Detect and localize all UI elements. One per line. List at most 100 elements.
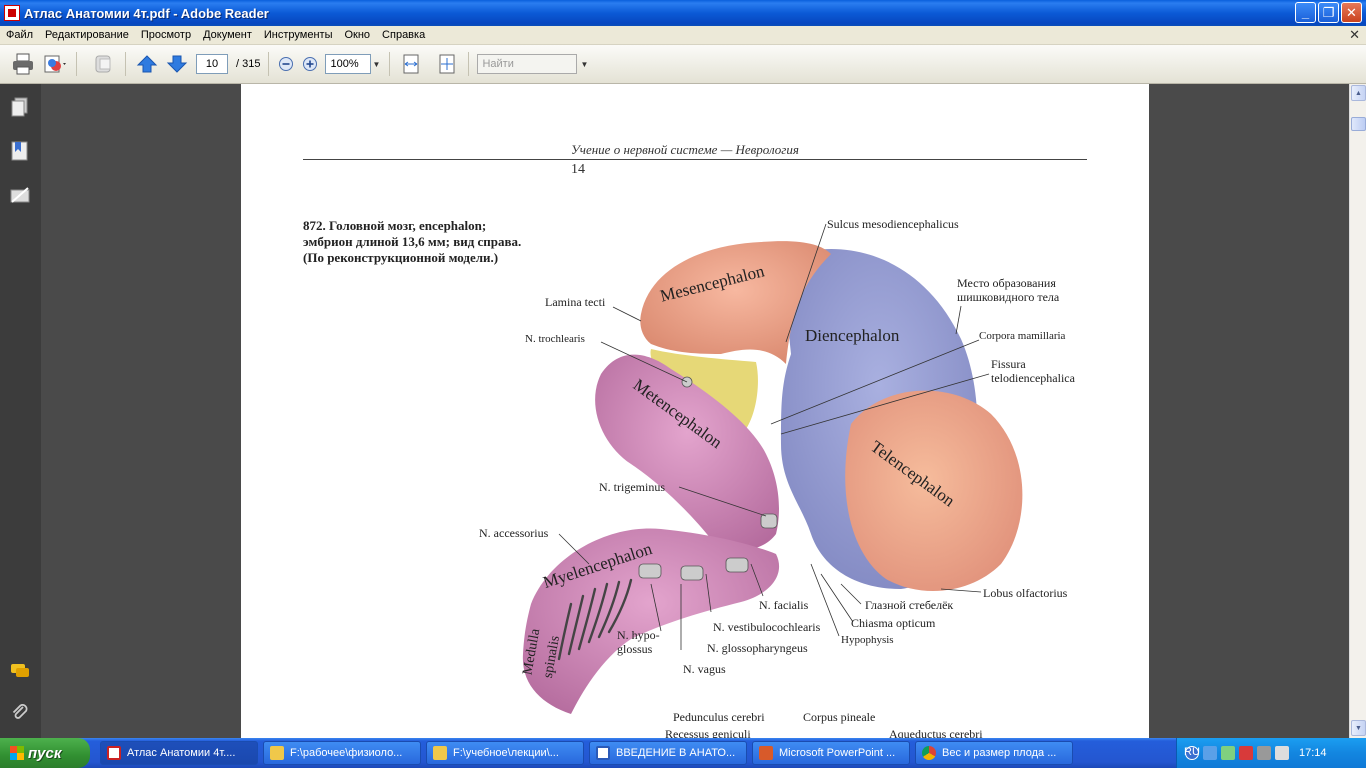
zoom-dropdown-icon[interactable]: ▼ xyxy=(372,59,381,69)
page-number-input[interactable]: 10 xyxy=(196,54,228,74)
folder-icon xyxy=(270,746,284,760)
collaborate-button[interactable] xyxy=(42,51,68,77)
label-corpus-pineale: Corpus pineale xyxy=(803,710,876,724)
label-vestibulocochlearis: N. vestibulocochlearis xyxy=(713,620,821,634)
task-label: ВВЕДЕНИЕ В АНАТО... xyxy=(616,747,736,759)
bookmarks-icon[interactable] xyxy=(9,140,31,162)
toolbar-separator xyxy=(468,52,470,76)
taskbar-item-word[interactable]: ВВЕДЕНИЕ В АНАТО... xyxy=(589,741,747,765)
zoom-level-input[interactable]: 100% xyxy=(325,54,372,74)
task-label: Microsoft PowerPoint ... xyxy=(779,747,896,759)
find-dropdown-icon[interactable]: ▼ xyxy=(580,59,589,69)
scroll-down-button[interactable]: ▼ xyxy=(1351,720,1366,736)
navigation-pane xyxy=(0,84,41,738)
menu-tools[interactable]: Инструменты xyxy=(263,29,333,41)
signatures-icon[interactable] xyxy=(9,184,31,206)
task-label: F:\рабочее\физиоло... xyxy=(290,747,403,759)
task-label: F:\учебное\лекции\... xyxy=(453,747,559,759)
comments-icon[interactable] xyxy=(9,660,31,682)
scroll-up-button[interactable]: ▲ xyxy=(1351,85,1366,101)
label-glossopharyngeus: N. glossopharyngeus xyxy=(707,641,808,655)
close-button[interactable]: ✕ xyxy=(1341,2,1362,23)
pdf-icon xyxy=(107,746,121,760)
zoom-out-button[interactable] xyxy=(277,51,295,77)
network-icon[interactable] xyxy=(1203,746,1217,760)
start-label: пуск xyxy=(28,744,62,762)
toolbar: 10 / 315 100% ▼ Найти ▼ xyxy=(0,45,1366,84)
adobe-reader-icon xyxy=(4,5,20,21)
taskbar-item-powerpoint[interactable]: Microsoft PowerPoint ... xyxy=(752,741,910,765)
document-close-icon[interactable]: ✕ xyxy=(1349,27,1360,42)
mesencephalon-shape xyxy=(640,241,831,364)
scroll-thumb[interactable] xyxy=(1351,117,1366,131)
toolbar-separator xyxy=(125,52,126,76)
start-button[interactable]: пуск xyxy=(0,738,90,768)
signal-icon[interactable] xyxy=(1221,746,1235,760)
system-tray: 17:14 xyxy=(1176,738,1366,768)
show-hidden-icons-icon[interactable] xyxy=(1185,746,1199,760)
label-trochlearis: N. trochlearis xyxy=(525,333,585,345)
menu-file[interactable]: Файл xyxy=(6,29,34,41)
taskbar-item-folder-2[interactable]: F:\учебное\лекции\... xyxy=(426,741,584,765)
label-corpora: Corpora mamillaria xyxy=(979,330,1066,342)
toolbar-separator xyxy=(76,52,77,76)
display-icon[interactable] xyxy=(1257,746,1271,760)
label-recessus: Recessus geniculi xyxy=(665,727,751,738)
volume-icon[interactable] xyxy=(1275,746,1289,760)
hand-tool-button[interactable] xyxy=(91,51,117,77)
label-accessorius: N. accessorius xyxy=(479,526,549,540)
pages-icon[interactable] xyxy=(9,96,31,118)
zoom-in-button[interactable] xyxy=(301,51,319,77)
antivirus-icon[interactable] xyxy=(1239,746,1253,760)
label-lobus-olfactorius: Lobus olfactorius xyxy=(983,586,1068,600)
chrome-icon xyxy=(922,746,936,760)
menu-view[interactable]: Просмотр xyxy=(140,29,192,41)
pdf-page: Учение о нервной системе — Неврология 14… xyxy=(241,84,1149,738)
label-fissura-2: telodiencephalica xyxy=(991,371,1075,385)
print-button[interactable] xyxy=(10,51,36,77)
task-label: Атлас Анатомии 4т.... xyxy=(127,747,236,759)
taskbar-item-folder-1[interactable]: F:\рабочее\физиоло... xyxy=(263,741,421,765)
label-fissura-1: Fissura xyxy=(991,357,1026,371)
label-glaznoy-stebelek: Глазной стебелёк xyxy=(865,598,954,612)
attachments-icon[interactable] xyxy=(9,702,31,724)
menu-edit[interactable]: Редактирование xyxy=(45,29,129,41)
powerpoint-icon xyxy=(759,746,773,760)
taskbar: пуск Атлас Анатомии 4т.... F:\рабочее\фи… xyxy=(0,738,1366,768)
fit-width-button[interactable] xyxy=(398,51,424,77)
menu-window[interactable]: Окно xyxy=(344,29,371,41)
figure-caption: 872. Головной мозг, encephalon; эмбрион … xyxy=(303,218,522,265)
label-hypoglossus-1: N. hypo- xyxy=(617,628,660,642)
find-input[interactable]: Найти xyxy=(477,54,578,74)
task-label: Вес и размер плода ... xyxy=(942,747,1057,759)
restore-button[interactable]: ❐ xyxy=(1318,2,1339,23)
taskbar-item-adobe[interactable]: Атлас Анатомии 4т.... xyxy=(100,741,258,765)
label-sulcus: Sulcus mesodiencephalicus xyxy=(827,217,959,231)
toolbar-separator xyxy=(389,52,391,76)
next-page-button[interactable] xyxy=(164,51,190,77)
menu-help[interactable]: Справка xyxy=(382,29,426,41)
label-lamina-tecti: Lamina tecti xyxy=(545,295,606,309)
header-rule xyxy=(303,159,1087,160)
label-trigeminus: N. trigeminus xyxy=(599,480,665,494)
document-view[interactable]: Учение о нервной системе — Неврология 14… xyxy=(41,84,1349,738)
label-chiasma: Chiasma opticum xyxy=(851,616,936,630)
metencephalon-shape xyxy=(595,354,779,550)
folder-icon xyxy=(433,746,447,760)
label-hypophysis: Hypophysis xyxy=(841,634,894,646)
language-indicator[interactable]: RU xyxy=(1184,746,1200,758)
vertical-scrollbar[interactable]: ▲ ▼ xyxy=(1349,84,1366,738)
previous-page-button[interactable] xyxy=(134,51,160,77)
taskbar-item-chrome[interactable]: Вес и размер плода ... xyxy=(915,741,1073,765)
telencephalon-shape xyxy=(845,390,1023,591)
title-bar: Атлас Анатомии 4т.pdf - Adobe Reader _ ❐… xyxy=(0,0,1366,26)
label-vagus: N. vagus xyxy=(683,662,726,676)
menu-document[interactable]: Документ xyxy=(203,29,252,41)
window-title: Атлас Анатомии 4т.pdf - Adobe Reader xyxy=(24,5,269,21)
fit-page-button[interactable] xyxy=(434,51,460,77)
menu-bar: Файл Редактирование Просмотр Документ Ин… xyxy=(0,26,1366,45)
page-number: 14 xyxy=(571,162,585,177)
minimize-button[interactable]: _ xyxy=(1295,2,1316,23)
windows-logo-icon xyxy=(10,746,24,760)
label-facialis: N. facialis xyxy=(759,598,809,612)
